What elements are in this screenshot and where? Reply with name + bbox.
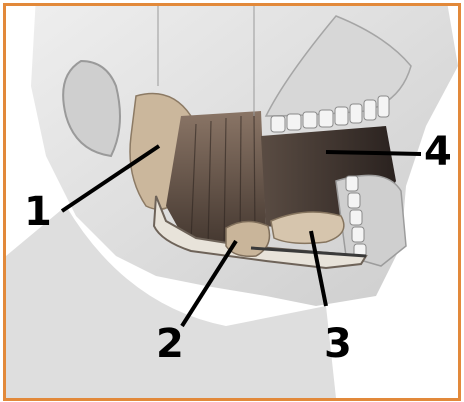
submandibular-gland — [226, 221, 270, 256]
label-2: 2 — [156, 324, 184, 364]
anatomy-illustration — [6, 6, 458, 398]
leader-line-4 — [326, 152, 421, 154]
label-3: 3 — [324, 324, 352, 364]
sublingual-gland — [271, 212, 344, 243]
label-1: 1 — [24, 192, 52, 232]
label-4: 4 — [424, 132, 452, 172]
diagram-frame: 1 2 3 4 — [3, 3, 461, 401]
